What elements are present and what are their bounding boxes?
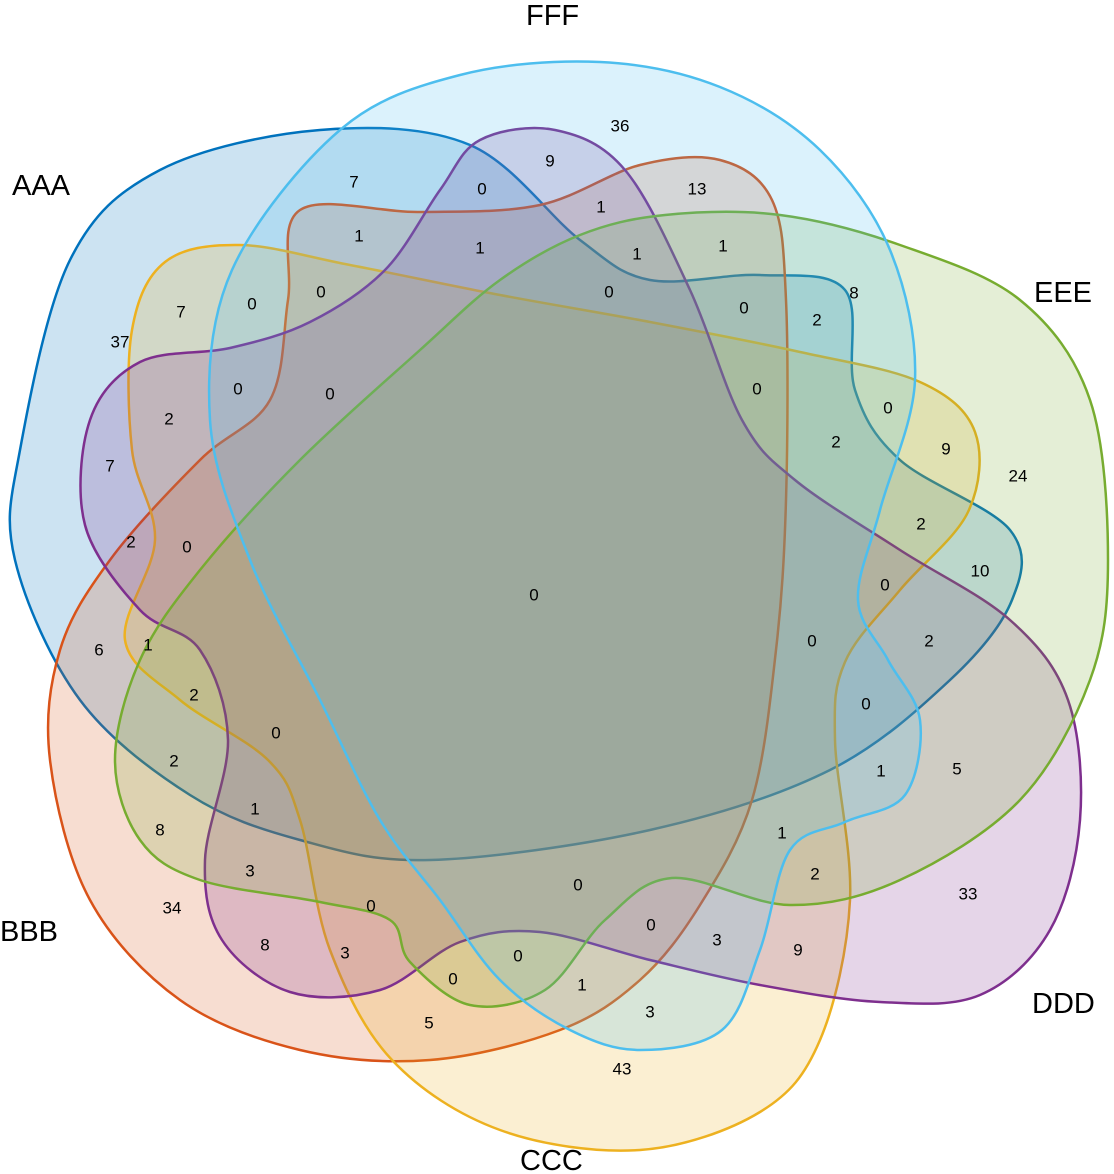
set-eee-ellipse [113,210,1110,1008]
region-count: 37 [111,332,130,351]
region-count: 8 [155,820,164,839]
region-count: 1 [354,226,363,245]
region-count: 2 [812,310,821,329]
region-count: 0 [739,298,748,317]
region-count: 0 [807,631,816,650]
set-label-ccc: CCC [520,1145,583,1174]
region-count: 24 [1009,466,1028,485]
region-count: 9 [941,439,950,458]
region-count: 2 [164,409,173,428]
region-count: 0 [271,723,280,742]
region-count: 0 [316,282,325,301]
set-label-aaa: AAA [12,170,71,202]
region-count: 2 [831,432,840,451]
region-count: 10 [971,561,990,580]
region-count: 3 [245,861,254,880]
region-count: 0 [182,537,191,556]
region-count: 0 [752,379,761,398]
set-label-fff: FFF [526,0,579,32]
region-count: 2 [189,685,198,704]
region-count: 7 [349,172,358,191]
region-count: 2 [126,532,135,551]
region-count: 1 [596,197,605,216]
region-count: 0 [477,179,486,198]
set-label-eee: EEE [1034,277,1092,309]
region-count: 9 [793,940,802,959]
region-count: 0 [233,379,242,398]
set-ddd-ellipse [79,126,1083,1005]
region-count: 2 [916,514,925,533]
region-count: 2 [169,751,178,770]
set-bbb-ellipse [46,155,789,1063]
region-count: 1 [876,761,885,780]
region-count: 34 [163,898,182,917]
region-count: 0 [529,585,538,604]
region-count: 8 [260,935,269,954]
region-count: 0 [573,875,582,894]
region-count: 0 [366,896,375,915]
region-count: 5 [424,1013,433,1032]
region-count: 0 [513,946,522,965]
set-ccc-ellipse [123,243,981,1152]
region-count: 3 [712,930,721,949]
region-count: 1 [718,236,727,255]
region-count: 6 [94,640,103,659]
region-count: 0 [604,282,613,301]
region-count: 33 [959,884,978,903]
region-count: 0 [880,575,889,594]
region-count: 1 [143,635,152,654]
region-count: 7 [105,456,114,475]
region-count: 3 [340,943,349,962]
region-count: 1 [777,823,786,842]
region-count: 43 [613,1059,632,1078]
region-count: 1 [632,244,641,263]
region-count: 1 [250,799,259,818]
region-count: 13 [688,179,707,198]
region-count: 2 [810,864,819,883]
region-count: 36 [611,116,630,135]
region-count: 5 [952,759,961,778]
set-label-ddd: DDD [1032,988,1095,1020]
region-count: 2 [924,631,933,650]
region-count: 1 [475,238,484,257]
region-count: 7 [176,302,185,321]
region-count: 8 [849,283,858,302]
set-label-bbb: BBB [0,916,58,948]
region-count: 0 [646,915,655,934]
region-count: 1 [577,975,586,994]
region-count: 0 [883,398,892,417]
set-aaa-ellipse [8,126,1024,862]
region-count: 3 [645,1002,654,1021]
region-count: 0 [247,294,256,313]
region-count: 0 [861,694,870,713]
region-count: 0 [325,384,334,403]
region-count: 0 [448,969,457,988]
set-fff-ellipse [207,60,922,1052]
region-count: 9 [545,151,554,170]
